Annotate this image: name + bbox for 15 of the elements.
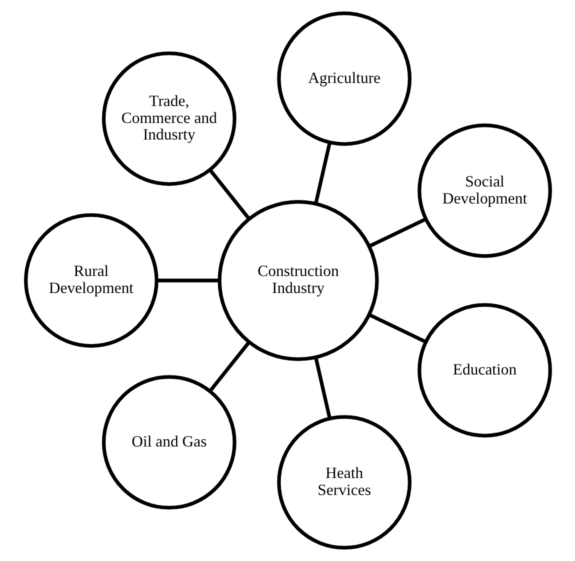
- connector: [156, 278, 219, 282]
- connector: [368, 218, 426, 248]
- node-circle: Construction Industry: [217, 200, 378, 361]
- node-circle: Heath Services: [276, 415, 412, 550]
- connector: [314, 142, 332, 204]
- node-circle: Rural Development: [24, 213, 158, 348]
- node-circle: Social Development: [417, 123, 552, 258]
- connector: [208, 168, 250, 220]
- connector: [314, 356, 332, 419]
- node-circle: Trade, Commerce and Indusrty: [101, 51, 236, 186]
- connector: [368, 313, 426, 344]
- node-circle: Agriculture: [276, 11, 412, 146]
- node-circle: Education: [417, 303, 552, 438]
- node-circle: Oil and Gas: [101, 375, 236, 510]
- connector: [208, 341, 250, 392]
